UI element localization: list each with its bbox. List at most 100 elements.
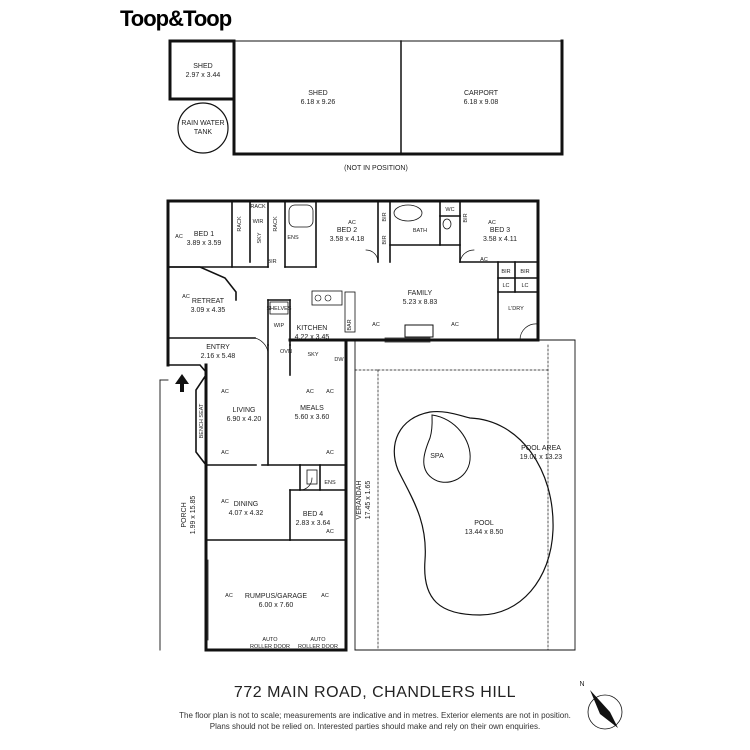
pool-outline — [393, 410, 554, 616]
shower — [288, 204, 314, 228]
pool-area-label: POOL AREA — [521, 445, 561, 452]
rain-tank-label-2: TANK — [194, 129, 212, 136]
dining-dims: 4.07 x 4.32 — [229, 510, 264, 517]
bir-label: BIR — [520, 269, 529, 275]
family-label: FAMILY — [408, 290, 433, 297]
brand-logo: Toop&Toop — [120, 6, 232, 31]
ac-label: AC — [175, 234, 183, 240]
bar-label-vertical: BAR — [347, 319, 353, 330]
compass-needle-icon — [590, 690, 618, 728]
bench — [344, 291, 356, 333]
bathtub — [393, 204, 423, 222]
wip-label: WIP — [274, 323, 285, 329]
wc-label: WC — [445, 207, 454, 213]
pool-label: POOL — [474, 520, 494, 527]
shed-large-dims: 6.18 x 9.26 — [301, 99, 336, 106]
ac-label: AC — [348, 220, 356, 226]
lc-label: LC — [521, 283, 528, 289]
family-dims: 5.23 x 8.83 — [403, 299, 438, 306]
spa-outline — [423, 414, 471, 483]
bir-label: BIR — [501, 269, 510, 275]
bed2-label: BED 2 — [337, 227, 357, 234]
pool-fence — [354, 344, 549, 651]
bed1-dims: 3.89 x 3.59 — [187, 240, 222, 247]
sky-label: SKY — [307, 352, 318, 358]
door-swings — [254, 249, 539, 491]
rack-label-vertical: RACK — [273, 216, 279, 232]
ens-label: ENS — [287, 235, 299, 241]
bir-label-vertical: BIR — [382, 235, 388, 244]
rain-water-tank-outline — [177, 102, 229, 154]
ac-label: AC — [182, 294, 190, 300]
hotplate — [324, 294, 332, 302]
entry-dims: 2.16 x 5.48 — [201, 353, 236, 360]
retreat-dims: 3.09 x 4.35 — [191, 307, 226, 314]
ac-label: AC — [488, 220, 496, 226]
ac-label: AC — [221, 389, 229, 395]
dining-label: DINING — [234, 501, 259, 508]
ac-label: AC — [221, 499, 229, 505]
bench-seat-label: BENCH SEAT — [199, 403, 205, 438]
porch-label: PORCH — [181, 502, 188, 527]
living-dims: 6.90 x 4.20 — [227, 416, 262, 423]
retreat-label: RETREAT — [192, 298, 225, 305]
kitchen-dims: 4.22 x 3.45 — [295, 334, 330, 341]
entry-arrow-icon — [175, 374, 189, 392]
shed-small-label: SHED — [193, 63, 212, 70]
carport-dims: 6.18 x 9.08 — [464, 99, 499, 106]
living-label: LIVING — [233, 407, 256, 414]
ac-label: AC — [321, 593, 329, 599]
laundry-label: L'DRY — [508, 306, 524, 312]
bed3-dims: 3.58 x 4.11 — [483, 236, 517, 243]
bed3-label: BED 3 — [490, 227, 510, 234]
carport-label: CARPORT — [464, 90, 499, 97]
disclaimer-line-1: The floor plan is not to scale; measurem… — [179, 711, 571, 720]
cooktop — [311, 290, 343, 306]
entry-label: ENTRY — [206, 344, 230, 351]
sky-label-vertical: SKY — [257, 232, 263, 243]
verandah-label: VERANDAH — [356, 481, 363, 520]
compass-north-label: N — [579, 681, 584, 688]
windows — [207, 337, 431, 641]
ac-label: AC — [225, 593, 233, 599]
roller-door-label: ROLLER DOOR — [250, 644, 290, 650]
ac-label: AC — [326, 389, 334, 395]
dishwasher-label: DW — [334, 357, 344, 363]
compass-circle — [587, 694, 623, 730]
ac-label: AC — [326, 529, 334, 535]
pool-area-dims: 19.01 x 13.23 — [520, 454, 563, 461]
bath-label: BATH — [413, 228, 427, 234]
auto-label: AUTO — [262, 637, 278, 643]
shed-small-dims: 2.97 x 3.44 — [186, 72, 221, 79]
bed1-label: BED 1 — [194, 231, 214, 238]
ac-label: AC — [221, 450, 229, 456]
ac-label: AC — [480, 257, 488, 263]
ens-label: ENS — [324, 480, 336, 486]
shed-large-label: SHED — [308, 90, 327, 97]
main-house-outer-walls — [166, 199, 540, 652]
roller-door-label: ROLLER DOOR — [298, 644, 338, 650]
ac-label: AC — [326, 450, 334, 456]
pool-dims: 13.44 x 8.50 — [465, 529, 504, 536]
property-address: 772 MAIN ROAD, CHANDLERS HILL — [233, 684, 517, 701]
spa-label: SPA — [430, 453, 444, 460]
ensuite-vanity — [306, 469, 318, 485]
wir-label: WIR — [253, 219, 264, 225]
shed-small-walls — [168, 39, 236, 101]
bir-label-vertical: BIR — [382, 212, 388, 221]
bir-label: BIR — [267, 259, 276, 265]
rack-label-vertical: RACK — [237, 216, 243, 232]
porch-dims: 1.99 x 15.85 — [190, 496, 197, 535]
lc-label: LC — [502, 283, 509, 289]
shelves-label: SHELVES — [267, 306, 292, 312]
rack-label: RACK — [250, 204, 266, 210]
oven-label: OVN — [280, 349, 292, 355]
bed4-dims: 2.83 x 3.64 — [296, 520, 331, 527]
kitchen-label: KITCHEN — [297, 325, 328, 332]
fireplace — [404, 324, 434, 338]
ac-label: AC — [372, 322, 380, 328]
rumpus-label: RUMPUS/GARAGE — [245, 593, 308, 600]
interior-walls — [167, 200, 539, 541]
meals-dims: 5.60 x 3.60 — [295, 414, 330, 421]
